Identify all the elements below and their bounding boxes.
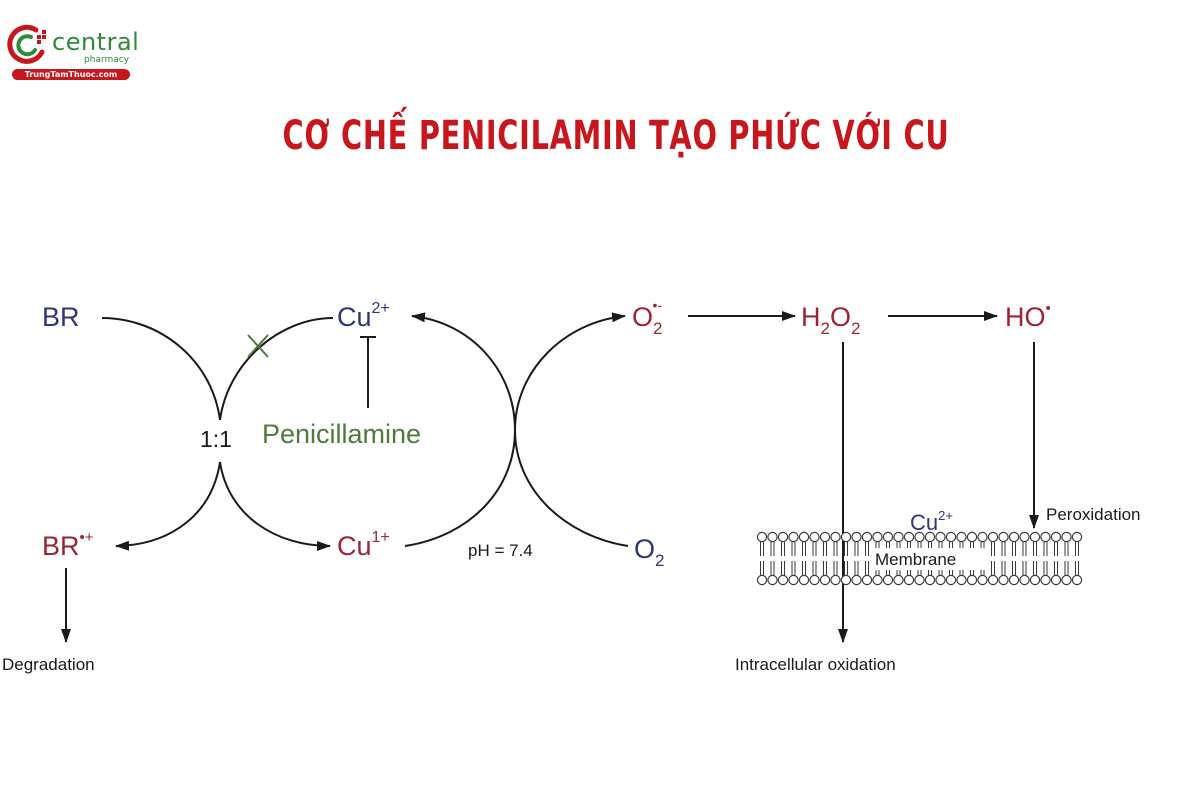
- lipid-head: [851, 531, 862, 543]
- lipid-head: [861, 531, 873, 543]
- cu1-label: Cu1+: [337, 529, 390, 561]
- lipid-head: [830, 531, 841, 543]
- cu1-to-cu2-arrow: [404, 312, 517, 547]
- ratio-to-cu2-curve: [219, 317, 334, 421]
- lipid-head: [1029, 531, 1041, 543]
- lipid-head: [1019, 574, 1030, 586]
- lipid-head: [1061, 574, 1072, 586]
- lipid-head: [998, 574, 1009, 586]
- inhibition-cross-icon: [247, 334, 269, 358]
- lipid-head: [977, 531, 988, 543]
- central-pharmacy-logo-icon: [7, 24, 46, 64]
- lipid-head: [945, 531, 957, 543]
- lipid-head: [1050, 574, 1062, 586]
- lipid-head: [872, 574, 883, 586]
- lipid-head: [819, 531, 831, 543]
- lipid-head: [956, 574, 967, 586]
- lipid-head: [756, 531, 768, 543]
- br-radical-label: BR•+: [42, 529, 94, 561]
- lipid-head: [798, 531, 810, 543]
- lipid-head: [893, 574, 904, 586]
- membrane-label: Membrane: [875, 550, 956, 569]
- lipid-head: [872, 531, 883, 543]
- lipid-head: [882, 574, 894, 586]
- lipid-head: [1019, 531, 1030, 543]
- intracellular-label: Intracellular oxidation: [735, 655, 896, 674]
- lipid-head: [756, 574, 768, 586]
- superoxide-label: O2•-: [632, 297, 662, 338]
- lipid-head: [1071, 574, 1083, 586]
- peroxidation-label: Peroxidation: [1046, 505, 1141, 524]
- brand-logo[interactable]: central pharmacy TrungTamThuoc.com: [6, 22, 139, 84]
- lipid-head: [1061, 531, 1072, 543]
- lipid-head: [840, 574, 852, 586]
- lipid-head: [935, 574, 946, 586]
- lipid-head: [903, 531, 915, 543]
- lipid-head: [945, 574, 957, 586]
- lipid-head: [861, 574, 873, 586]
- lipid-head: [1040, 531, 1051, 543]
- page-title: CƠ CHẾ PENICILAMIN TẠO PHỨC VỚI CU: [282, 113, 950, 159]
- lipid-head: [840, 531, 852, 543]
- logo-sub-text: pharmacy: [84, 55, 130, 65]
- lipid-head: [914, 531, 925, 543]
- br-to-ratio-curve: [101, 317, 221, 421]
- lipid-head: [1071, 531, 1083, 543]
- lipid-head: [1008, 531, 1020, 543]
- lipid-head: [851, 574, 862, 586]
- lipid-head: [788, 531, 799, 543]
- degradation-label: Degradation: [2, 655, 95, 674]
- lipid-head: [819, 574, 831, 586]
- lipid-head: [788, 574, 799, 586]
- lipid-head: [893, 531, 904, 543]
- logo-brand-text: central: [52, 28, 140, 56]
- o2-to-superoxide-arrow: [513, 312, 629, 547]
- lipid-head: [924, 531, 936, 543]
- ratio-label: 1:1: [200, 426, 232, 452]
- lipid-head: [956, 531, 967, 543]
- lipid-head: [987, 531, 999, 543]
- lipid-head: [882, 531, 894, 543]
- lipid-head: [777, 531, 789, 543]
- lipid-head: [1040, 574, 1051, 586]
- lipid-head: [767, 574, 778, 586]
- lipid-head: [809, 531, 820, 543]
- br-label: BR: [42, 302, 80, 332]
- lipid-head: [1008, 574, 1020, 586]
- lipid-head: [966, 574, 978, 586]
- lipid-head: [798, 574, 810, 586]
- lipid-head: [966, 531, 978, 543]
- h2o2-label: H2O2: [801, 302, 860, 338]
- o2-label: O2: [634, 534, 664, 570]
- lipid-head: [924, 574, 936, 586]
- lipid-head: [987, 574, 999, 586]
- penicillamine-label: Penicillamine: [262, 419, 421, 449]
- lipid-head: [903, 574, 915, 586]
- lipid-head: [1050, 531, 1062, 543]
- membrane-cu-label: Cu2+: [910, 508, 953, 535]
- lipid-head: [914, 574, 925, 586]
- lipid-head: [767, 531, 778, 543]
- lipid-head: [830, 574, 841, 586]
- lipid-head: [1029, 574, 1041, 586]
- lipid-head: [809, 574, 820, 586]
- membrane-label-box: [872, 548, 988, 570]
- lipid-head: [977, 574, 988, 586]
- ph-label: pH = 7.4: [468, 541, 533, 560]
- lipid-head: [998, 531, 1009, 543]
- cu2-label: Cu2+: [337, 300, 390, 332]
- lipid-head: [935, 531, 946, 543]
- lipid-head: [777, 574, 789, 586]
- hydroxyl-label: HO•: [1005, 300, 1051, 332]
- logo-website[interactable]: TrungTamThuoc.com: [12, 69, 130, 80]
- ratio-to-cu1-arrow: [219, 461, 331, 551]
- ratio-to-br-radical-arrow: [115, 461, 221, 551]
